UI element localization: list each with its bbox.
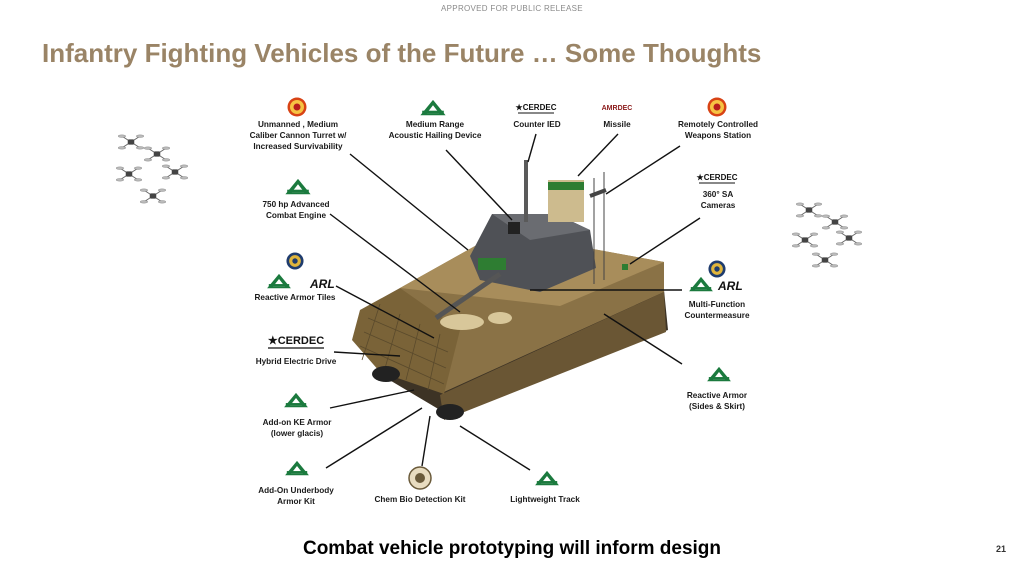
label-turret: Unmanned , Medium Caliber Cannon Turret …	[249, 120, 347, 151]
tardec-logo-icon	[285, 460, 309, 476]
label-ke-armor: Add-on KE Armor (lower glacis)	[262, 418, 332, 438]
cerdec-logo-icon: ★CERDEC	[268, 335, 324, 347]
red-seal-icon	[287, 97, 307, 117]
leader-lines	[325, 133, 701, 471]
tardec-logo-icon	[285, 178, 311, 195]
blue-seal-icon	[708, 260, 726, 278]
logos: ★CERDEC AMRDEC ★CERDEC ARL ARL ★CERDEC	[267, 97, 743, 490]
drone-swarm-right	[792, 202, 862, 268]
slide-title: Infantry Fighting Vehicles of the Future…	[42, 38, 762, 68]
label-track: Lightweight Track	[510, 495, 580, 504]
vehicle-body	[352, 160, 668, 420]
label-hailing-device: Medium Range Acoustic Hailing Device	[388, 120, 482, 140]
label-sa-cameras: 360° SA Cameras	[700, 190, 736, 210]
tardec-logo-icon	[707, 366, 731, 382]
label-missile: Missile	[603, 120, 631, 129]
label-underbody-armor: Add-On Underbody Armor Kit	[258, 486, 334, 506]
amrdec-logo-icon: AMRDEC	[602, 105, 633, 112]
label-reactive-armor-tiles: Reactive Armor Tiles	[254, 293, 336, 302]
label-reactive-armor: Reactive Armor (Sides & Skirt)	[686, 391, 748, 411]
footer-caption: Combat vehicle prototyping will inform d…	[302, 538, 722, 559]
red-seal-icon	[707, 97, 727, 117]
drone-swarm-left	[116, 134, 188, 204]
label-hybrid-drive: Hybrid Electric Drive	[255, 357, 337, 366]
blue-seal-icon	[286, 252, 304, 270]
cerdec-logo-icon: ★CERDEC	[516, 103, 557, 112]
arl-logo-icon: ARL	[717, 279, 743, 293]
page-number: 21	[996, 544, 1007, 554]
tardec-logo-icon	[267, 273, 291, 289]
label-counter-ied: Counter IED	[513, 120, 561, 129]
label-countermeasure: Multi-Function Countermeasure	[684, 300, 750, 320]
tardec-logo-icon	[420, 99, 446, 116]
tardec-logo-icon	[284, 392, 308, 408]
release-notice: APPROVED FOR PUBLIC RELEASE	[441, 4, 583, 13]
cerdec-logo-icon: ★CERDEC	[697, 173, 738, 182]
arl-logo-icon: ARL	[309, 277, 335, 291]
label-weapons-station: Remotely Controlled Weapons Station	[677, 120, 759, 140]
label-chem-bio: Chem Bio Detection Kit	[374, 495, 466, 504]
label-engine: 750 hp Advanced Combat Engine	[262, 200, 330, 220]
tardec-logo-icon	[535, 470, 559, 486]
chem-bio-seal-icon	[408, 466, 432, 490]
tardec-logo-icon	[689, 276, 713, 292]
